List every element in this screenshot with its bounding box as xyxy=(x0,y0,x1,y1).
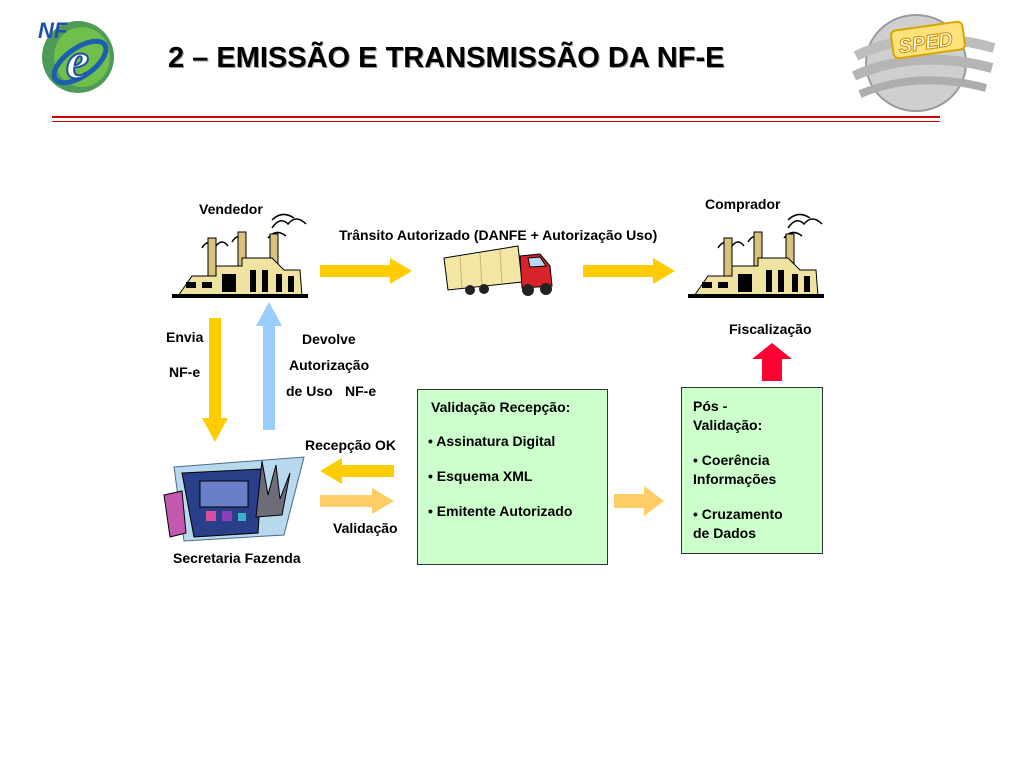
nfe-return-label: NF-e xyxy=(345,383,377,399)
validacao-recepcao-heading: Validação Recepção: xyxy=(431,399,571,415)
validacao-item-emitente: • Emitente Autorizado xyxy=(428,503,573,519)
recepcao-ok-label: Recepção OK xyxy=(305,437,397,453)
envia-label: Envia xyxy=(166,329,204,345)
validacao-recepcao-box: Validação Recepção: • Assinatura Digital… xyxy=(417,389,608,565)
pos-item-cruzamento: • Cruzamento xyxy=(693,506,783,522)
pos-item-coerencia: • Coerência xyxy=(693,452,770,468)
nfe-logo: NF e xyxy=(38,18,114,93)
header-divider xyxy=(52,116,940,118)
transito-label: Trânsito Autorizado (DANFE + Autorização… xyxy=(339,227,658,243)
secretaria-fazenda-icon xyxy=(163,456,305,542)
arrow-truck-to-comprador xyxy=(583,258,675,284)
header-divider-thin xyxy=(52,121,940,122)
arrow-vendedor-to-truck xyxy=(320,258,412,284)
validacao-label: Validação xyxy=(333,520,398,536)
page-title: 2 – EMISSÃO E TRANSMISSÃO DA NF-E xyxy=(168,42,725,74)
sped-logo: SPED xyxy=(851,14,996,112)
validacao-item-assinatura: • Assinatura Digital xyxy=(428,433,556,449)
autorizacao-label: Autorização xyxy=(289,357,370,373)
pos-item-informacoes: Informações xyxy=(693,471,777,487)
arrow-to-pos-validacao xyxy=(614,486,664,516)
arrow-validacao-right xyxy=(320,488,394,514)
pos-validacao-box: Pós - Validação: • Coerência Informações… xyxy=(681,387,823,554)
comprador-label: Comprador xyxy=(705,196,781,212)
nfe-logo-text: NF xyxy=(38,18,68,43)
vendedor-factory-icon xyxy=(172,213,308,298)
nfe-logo-letter: e xyxy=(66,33,89,90)
arrow-devolve-up xyxy=(256,302,282,430)
nfe-label: NF-e xyxy=(169,364,201,380)
pos-validacao-heading-1: Pós - xyxy=(693,398,728,414)
arrow-envia-down xyxy=(202,318,228,442)
arrow-recepcao-ok-left xyxy=(320,458,394,484)
truck-icon xyxy=(443,245,553,296)
pos-validacao-heading-2: Validação: xyxy=(693,417,763,433)
fiscalizacao-label: Fiscalização xyxy=(729,321,812,337)
devolve-label: Devolve xyxy=(302,331,356,347)
vendedor-label: Vendedor xyxy=(199,201,263,217)
validacao-item-esquema: • Esquema XML xyxy=(428,468,533,484)
de-uso-label: de Uso xyxy=(286,383,333,399)
comprador-factory-icon xyxy=(688,213,824,298)
pos-item-dados: de Dados xyxy=(693,525,757,541)
arrow-fiscalizacao-up xyxy=(752,343,792,381)
secretaria-label: Secretaria Fazenda xyxy=(173,550,301,566)
